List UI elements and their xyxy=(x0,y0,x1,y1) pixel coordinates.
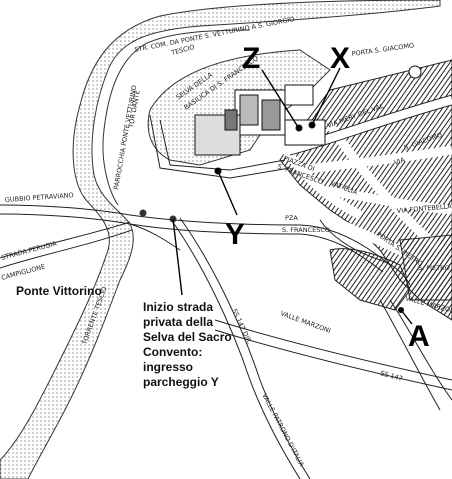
label-ss147: SS 147 xyxy=(379,369,403,383)
label-inizio-strada: Inizio strada privata della Selva del Sa… xyxy=(143,300,232,389)
main-roads xyxy=(0,114,452,479)
label-pza: PZA xyxy=(285,214,298,222)
basilica-complex xyxy=(194,65,422,156)
label-gubbio: GUBBIO PETRAVIANO xyxy=(5,191,74,204)
label-strada-perugia: STRADA PERUGIA xyxy=(0,239,58,262)
label-s-francesco2: S. FRANCESCO xyxy=(282,226,330,234)
label-valle-marzoni: VALLE MARZONI xyxy=(279,309,331,335)
label-s-pietro: S. PIETRO xyxy=(418,264,450,272)
marker-y[interactable]: Y xyxy=(225,218,245,251)
map-points xyxy=(139,67,413,325)
marker-z[interactable]: Z xyxy=(242,42,260,75)
label-valle-patrono: VALLE PATRONO D'ITALIA xyxy=(260,392,306,468)
marker-a[interactable]: A xyxy=(408,320,430,353)
label-via-giacomo: VIA xyxy=(393,155,406,166)
river-tescio xyxy=(0,0,441,479)
marker-x[interactable]: X xyxy=(330,42,350,75)
label-ponte-vittorino: Ponte Vittorino xyxy=(16,284,102,298)
label-porta-giacomo: PORTA S. GIACOMO xyxy=(351,41,414,58)
